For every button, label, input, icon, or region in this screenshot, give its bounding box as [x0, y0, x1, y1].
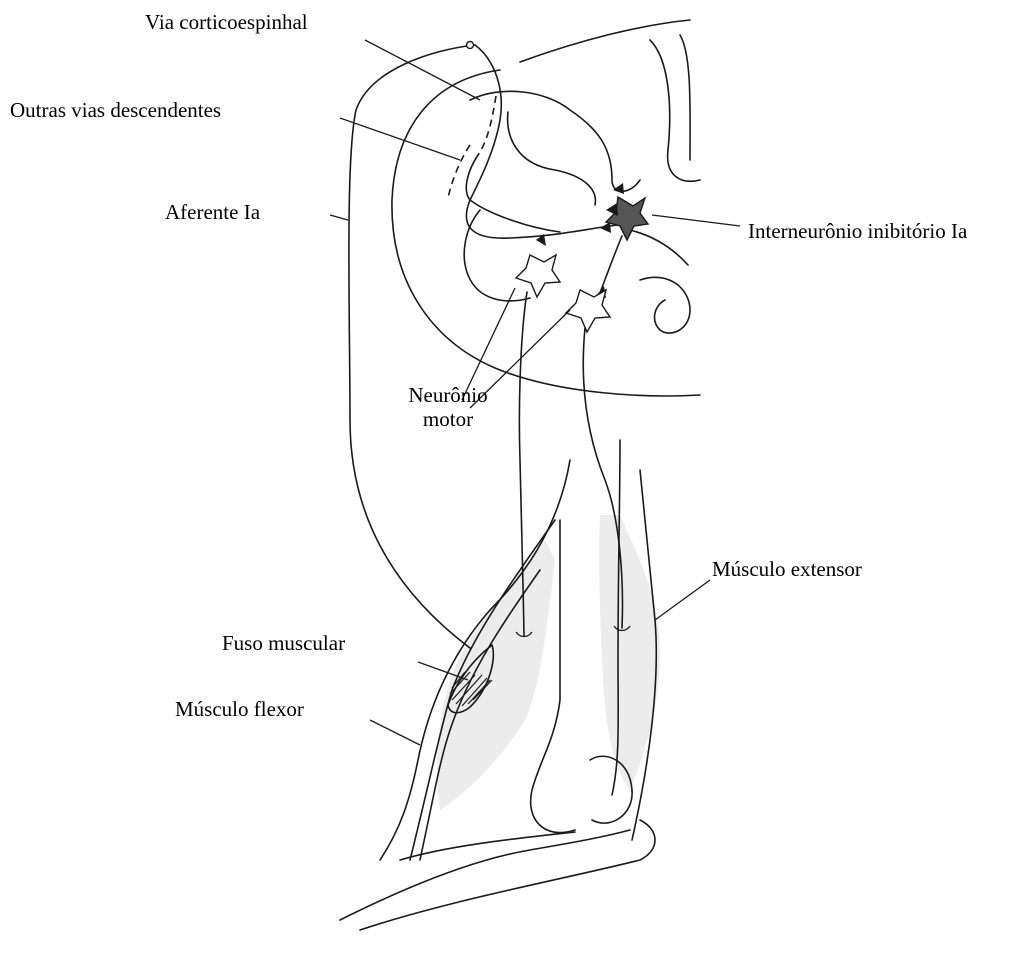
- grey-matter-right-inner: [630, 230, 688, 265]
- forearm-lower: [360, 820, 655, 930]
- interneuron-axon: [598, 236, 622, 298]
- label-motor-neuron-line1: Neurônio: [388, 383, 508, 407]
- afferent-ia-branch: [466, 45, 618, 238]
- leader-interneuron: [652, 215, 740, 226]
- label-extensor: Músculo extensor: [712, 557, 862, 581]
- label-spindle: Fuso muscular: [222, 631, 345, 655]
- afferent-ia-fiber: [349, 45, 475, 648]
- spinal-cord-midline-right: [680, 35, 690, 160]
- interneuron-input-synapse-icon: [600, 222, 611, 233]
- leader-flexor: [370, 720, 420, 745]
- grey-matter-left: [508, 112, 596, 205]
- label-motor-neuron: Neurônio motor: [388, 383, 508, 431]
- label-corticospinal: Via corticoespinhal: [145, 10, 308, 34]
- label-afferent: Aferente Ia: [165, 200, 260, 224]
- motor-neuron-flexor-icon: [516, 255, 560, 297]
- grey-matter-ventral-right: [640, 277, 690, 333]
- extensor-muscle-shape: [599, 515, 660, 790]
- spinal-cord-midline: [650, 40, 700, 181]
- leader-extensor: [655, 580, 710, 620]
- descending-to-motor: [466, 155, 560, 232]
- leader-corticospinal: [365, 40, 480, 100]
- label-interneuron: Interneurônio inibitório Ia: [748, 219, 967, 243]
- label-motor-neuron-line2: motor: [388, 407, 508, 431]
- spinal-cord-outline: [392, 70, 700, 396]
- label-other-descending: Outras vias descendentes: [10, 98, 221, 122]
- dorsal-root-ganglion-icon: [467, 42, 474, 49]
- label-flexor: Músculo flexor: [175, 697, 304, 721]
- motor-neuron-extensor-icon: [566, 290, 610, 332]
- leader-afferent: [330, 215, 348, 220]
- spinal-cord-outer-top: [520, 20, 690, 62]
- afferent-synapse-icon: [606, 203, 618, 216]
